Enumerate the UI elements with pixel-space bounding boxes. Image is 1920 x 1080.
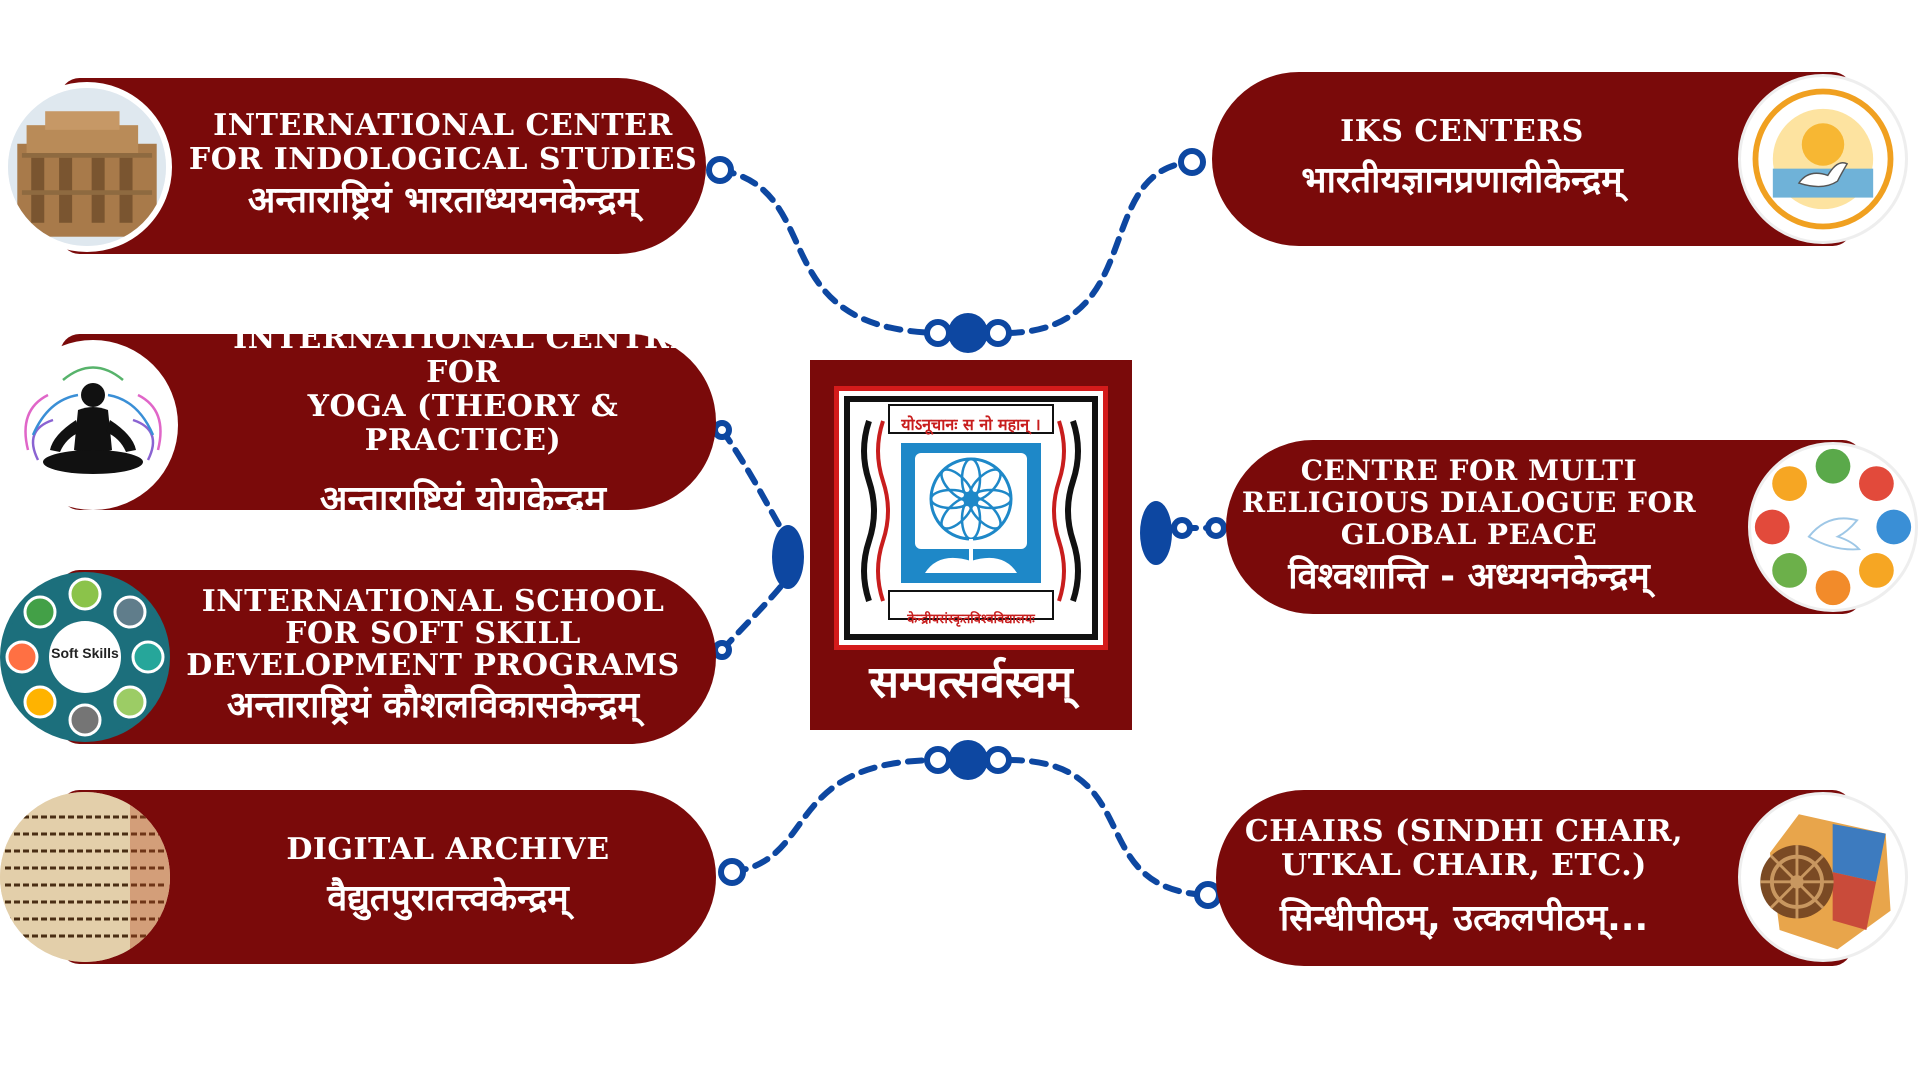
node-softskill-en-1: INTERNATIONAL SCHOOL (201, 584, 665, 619)
node-religion[interactable]: CENTRE FOR MULTI RELIGIOUS DIALOGUE FOR … (1226, 440, 1862, 614)
node-chairs-en-1: CHAIRS (SINDHI CHAIR, (1244, 814, 1684, 849)
religions-peace-icon (1748, 442, 1918, 612)
soft-skills-label: Soft Skills (51, 645, 119, 661)
iks-swan-logo-icon (1738, 74, 1908, 244)
node-yoga-en-1: INTERNATIONAL CENTRE FOR (233, 321, 693, 390)
node-religion-en-1: CENTRE FOR MULTI (1300, 454, 1638, 487)
node-yoga-sa: अन्ताराष्ट्रियं योगकेन्द्रम् (319, 479, 607, 520)
node-religion-sa: विश्वशान्ति - अध्ययनकेन्द्रम् (1288, 556, 1650, 597)
central-emblem-block: योऽनूचानः स नो महान् । केन्द्रीयसंस्कृतव… (810, 360, 1132, 730)
node-iks-en-1: IKS CENTERS (1340, 114, 1584, 149)
center-title: सम्पत्सर्वस्वम् (869, 657, 1073, 708)
node-yoga[interactable]: INTERNATIONAL CENTRE FOR YOGA (THEORY & … (60, 322, 716, 520)
node-softskill-en-3: DEVELOPMENT PROGRAMS (186, 648, 680, 683)
node-indology-en-2: FOR INDOLOGICAL STUDIES (188, 142, 698, 177)
node-iks-sa: भारतीयज्ञानप्रणालीकेन्द्रम् (1301, 160, 1623, 201)
yoga-meditation-icon (8, 340, 178, 510)
node-chairs-sa: सिन्धीपीठम्, उत्कलपीठम्... (1279, 898, 1649, 939)
node-religion-en-2: RELIGIOUS DIALOGUE FOR (1241, 486, 1697, 519)
node-indology-sa: अन्ताराष्ट्रियं भारताध्ययनकेन्द्रम् (247, 180, 639, 221)
node-yoga-en-2: YOGA (THEORY & PRACTICE) (307, 389, 619, 458)
node-religion-en-3: GLOBAL PEACE (1340, 518, 1598, 551)
node-archive-en-1: DIGITAL ARCHIVE (286, 832, 610, 867)
node-chairs-en-2: UTKAL CHAIR, ETC.) (1281, 848, 1647, 883)
emblem-motto: योऽनूचानः स नो महान् । (901, 415, 1041, 434)
emblem-university-name: केन्द्रीयसंस्कृतविश्वविद्यालयः (907, 612, 1035, 627)
manuscript-image-icon (0, 792, 170, 962)
node-softskill-sa: अन्ताराष्ट्रियं कौशलविकासकेन्द्रम् (226, 685, 640, 726)
node-archive-sa: वैद्युतपुरातत्त्वकेन्द्रम् (327, 878, 569, 919)
university-emblem: योऽनूचानः स नो महान् । केन्द्रीयसंस्कृतव… (834, 386, 1108, 650)
soft-skills-icon: Soft Skills (0, 572, 170, 742)
node-softskill-en-2: FOR SOFT SKILL (285, 616, 581, 651)
cultural-collage-icon (1738, 792, 1908, 962)
node-indology-en-1: INTERNATIONAL CENTER (213, 108, 673, 143)
temple-image-icon (2, 82, 172, 252)
node-softskill[interactable]: INTERNATIONAL SCHOOL FOR SOFT SKILL DEVE… (60, 570, 716, 744)
